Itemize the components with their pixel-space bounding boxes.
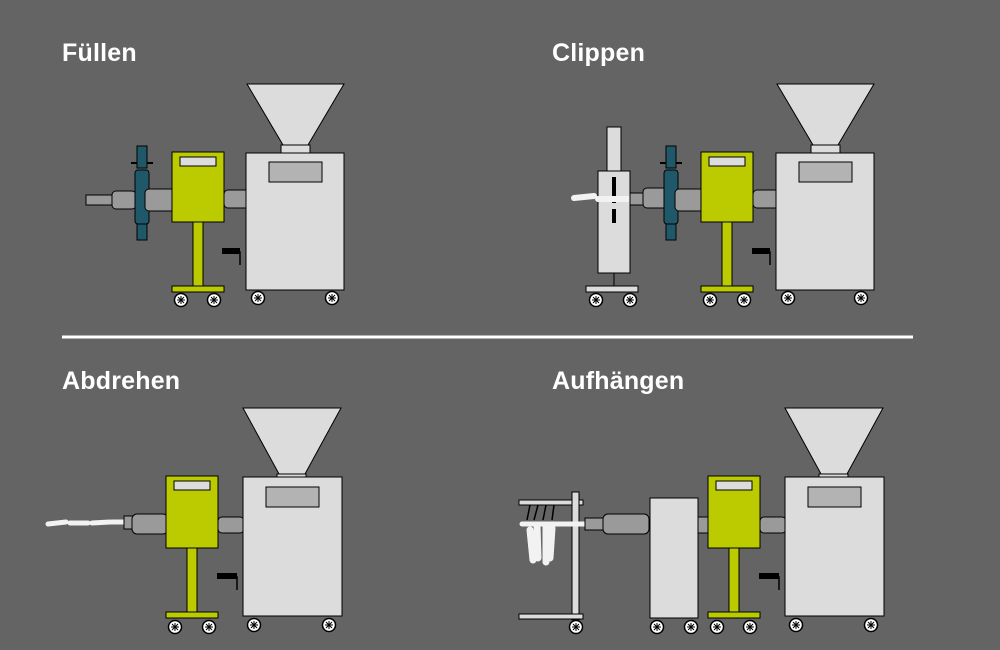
dispenser-foot [171, 285, 225, 293]
funnel-hopper-icon [776, 83, 875, 146]
dispenser-display [179, 156, 217, 167]
panel-title-twist: Abdrehen [62, 367, 181, 395]
filling-machine [752, 83, 875, 291]
wheels [588, 290, 869, 308]
panel-fill [85, 83, 345, 308]
wheels [568, 617, 879, 635]
sausage-strand [45, 519, 127, 527]
filling-machine [222, 83, 345, 291]
sausage-strand [571, 193, 633, 202]
panel-title-clip: Clippen [552, 39, 646, 67]
linker-unit [660, 145, 682, 241]
dispenser [700, 151, 754, 293]
panel-title-fill: Füllen [62, 39, 137, 67]
clipper-station [585, 126, 639, 293]
funnel-hopper-icon [784, 407, 884, 475]
wheels [173, 290, 340, 308]
panel-twist [45, 407, 343, 635]
dispenser-connector [144, 188, 176, 212]
panel-title-hang: Aufhängen [552, 367, 685, 395]
dispenser [165, 475, 219, 619]
filling-machine [759, 407, 885, 617]
dispenser [171, 151, 225, 293]
dispenser-stand [192, 221, 204, 287]
funnel-hopper-icon [242, 407, 342, 475]
panel-clip [571, 83, 875, 308]
hanging-rack [518, 491, 588, 621]
funnel-hopper-icon [246, 83, 345, 146]
twisting-head [131, 513, 169, 535]
panel-hang [518, 407, 885, 635]
hanging-unit [649, 497, 699, 619]
dispenser [707, 475, 761, 619]
machine-panel [268, 161, 323, 183]
pipe-coupling [111, 190, 137, 210]
filling-machine [217, 407, 343, 617]
transfer-pipe [602, 513, 650, 535]
linker-unit [131, 145, 153, 241]
wheels [167, 617, 337, 635]
